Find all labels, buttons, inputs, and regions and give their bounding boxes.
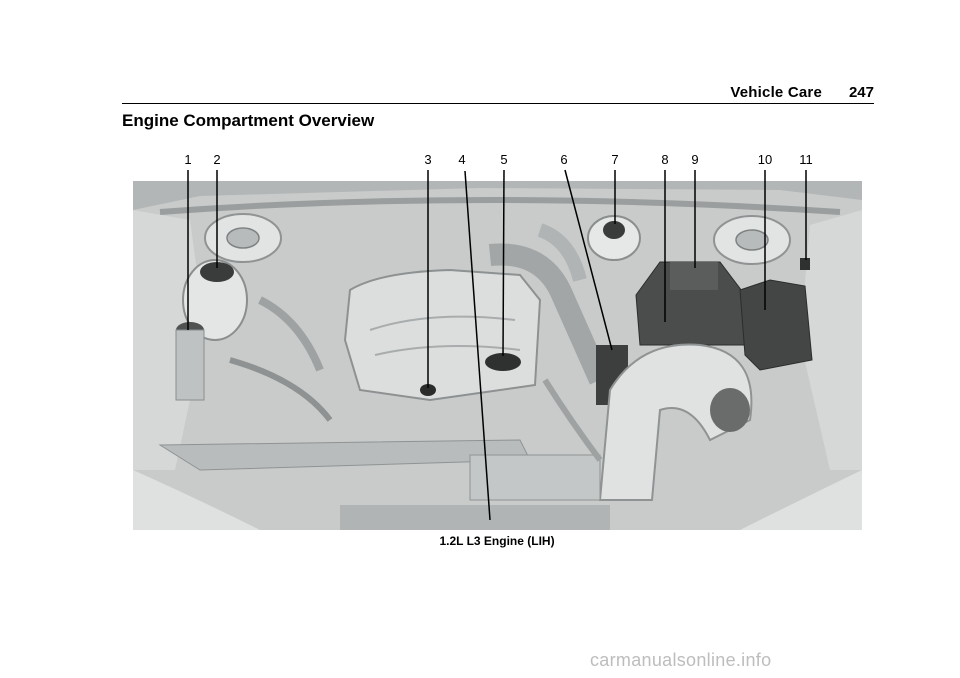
page-header: Vehicle Care 247 — [122, 84, 874, 104]
callout-8: 8 — [661, 152, 669, 167]
header-section-title: Vehicle Care — [730, 84, 822, 101]
page-number: 247 — [848, 84, 874, 101]
section-title: Engine Compartment Overview — [122, 111, 375, 130]
callout-3: 3 — [424, 152, 432, 167]
callout-2: 2 — [213, 152, 221, 167]
figure-caption: 1.2L L3 Engine (LIH) — [439, 534, 555, 548]
callout-7: 7 — [611, 152, 619, 167]
header-rule — [122, 103, 874, 104]
watermark: carmanualsonline.info — [590, 650, 772, 670]
callout-leader-lines — [187, 169, 807, 388]
callout-6: 6 — [560, 152, 568, 167]
callout-1: 1 — [184, 152, 192, 167]
callout-5: 5 — [500, 152, 508, 167]
callout-4: 4 — [458, 152, 466, 167]
callout-9: 9 — [691, 152, 699, 167]
callout-11: 11 — [799, 152, 813, 167]
callout-10: 10 — [757, 152, 773, 167]
